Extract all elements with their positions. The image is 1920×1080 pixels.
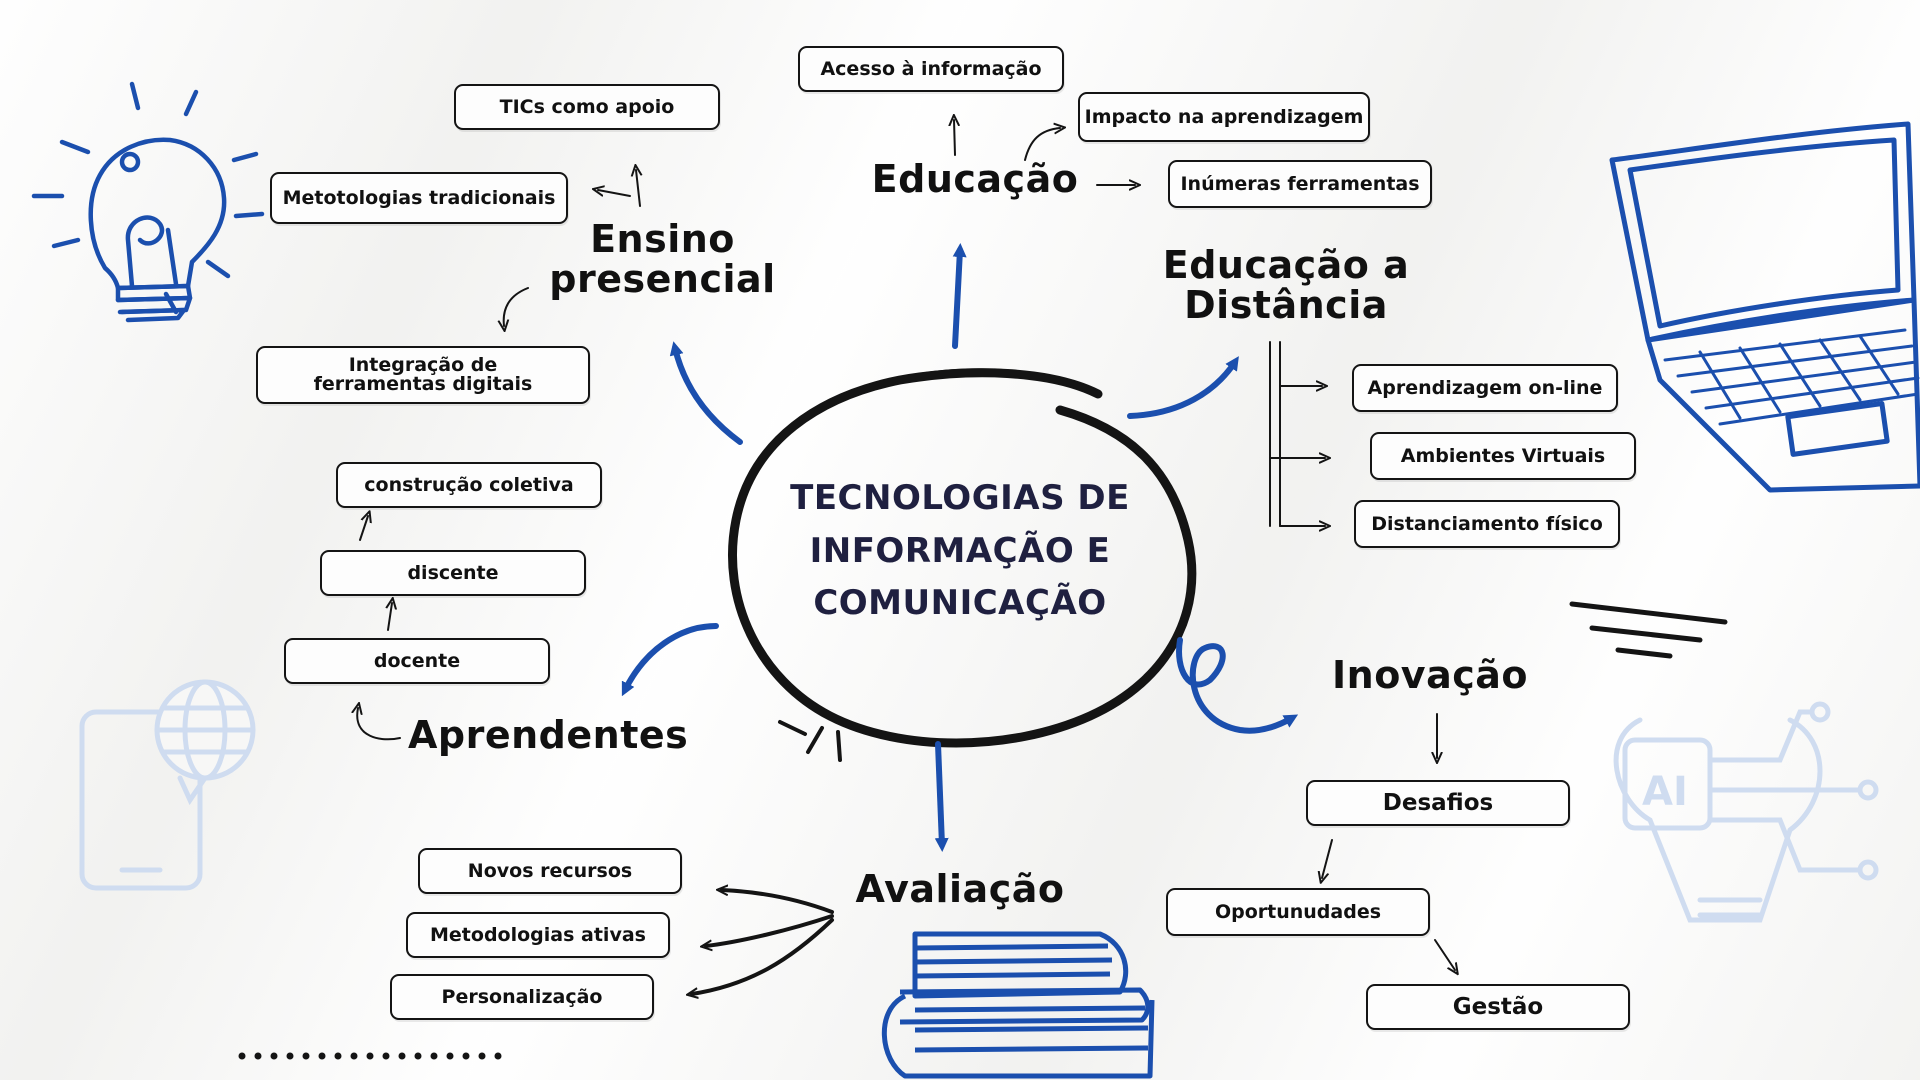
topic-aprendentes: Aprendentes <box>408 713 689 757</box>
educacao-item-1: Acesso à informação <box>798 46 1064 92</box>
avaliacao-item-3: Personalização <box>390 974 654 1020</box>
accent-ticks <box>778 720 842 762</box>
educacao-item-2: Impacto na aprendizagem <box>1078 92 1370 142</box>
topic-ead: Educação a Distância <box>1162 243 1410 327</box>
topic-ensino-presencial: Ensino presencial <box>549 217 776 301</box>
ensino-presencial-item-1: TICs como apoio <box>454 84 720 130</box>
avaliacao-arrows <box>692 890 834 994</box>
ead-item-2: Ambientes Virtuais <box>1370 432 1636 480</box>
ensino-presencial-item-3: Integração de ferramentas digitais <box>256 346 590 404</box>
avaliacao-item-2: Metodologias ativas <box>406 912 670 958</box>
connector-arrows <box>357 120 1455 970</box>
books-icon <box>881 931 1155 1079</box>
inovacao-item-2: Oportunudades <box>1166 888 1430 936</box>
hatch-lines <box>1569 601 1728 659</box>
ai-chip-icon: AI <box>1613 701 1879 923</box>
ead-item-1: Aprendizagem on-line <box>1352 364 1618 412</box>
educacao-item-3: Inúmeras ferramentas <box>1168 160 1432 208</box>
smartphone-globe-icon <box>79 679 256 891</box>
dotted-line <box>238 1052 502 1060</box>
aprendentes-item-2: discente <box>320 550 586 596</box>
ensino-presencial-item-2: Metotologias tradicionais <box>270 172 568 224</box>
svg-text:AI: AI <box>1642 769 1688 815</box>
central-topic: TECNOLOGIAS DE INFORMAÇÃO E COMUNICAÇÃO <box>790 478 1130 624</box>
laptop-icon <box>1609 121 1920 493</box>
topic-educacao: Educação <box>871 157 1079 201</box>
inovacao-item-1: Desafios <box>1306 780 1570 826</box>
topic-avaliacao: Avaliação <box>855 867 1065 911</box>
aprendentes-item-3: construção coletiva <box>336 462 602 508</box>
topic-inovacao: Inovação <box>1332 653 1528 697</box>
aprendentes-item-1: docente <box>284 638 550 684</box>
lightbulb-icon <box>31 81 265 323</box>
main-arrows <box>621 243 1299 852</box>
avaliacao-item-1: Novos recursos <box>418 848 682 894</box>
ead-item-3: Distanciamento físico <box>1354 500 1620 548</box>
inovacao-item-3: Gestão <box>1366 984 1630 1030</box>
